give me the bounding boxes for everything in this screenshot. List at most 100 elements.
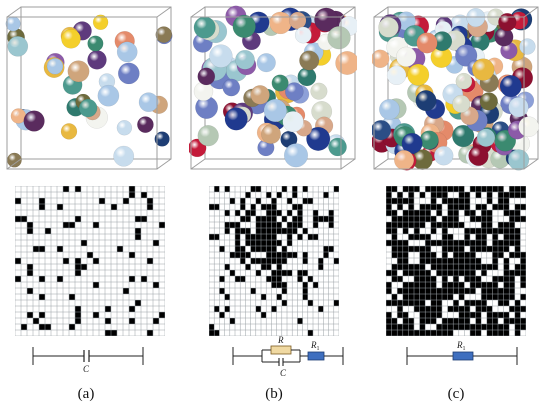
grid-cell-filled <box>498 198 504 204</box>
grid-cell-filled <box>498 228 504 234</box>
grid-cell-filled <box>255 198 261 204</box>
grid-cell-filled <box>458 318 465 324</box>
grid-cell-filled <box>271 228 277 234</box>
grid-cell-filled <box>503 264 510 270</box>
grid-cell-filled <box>255 222 261 228</box>
grid-cell-filled <box>447 198 454 204</box>
grid-cell-filled <box>475 216 482 222</box>
sphere <box>288 11 307 30</box>
grid-cell-filled <box>105 330 111 336</box>
grid-cell-filled <box>486 222 493 228</box>
grid-cell-filled <box>111 204 117 210</box>
sphere-box-a-svg <box>5 6 173 170</box>
grid-cell-filled <box>503 294 510 300</box>
sphere <box>416 32 438 54</box>
grid-cell-filled <box>318 264 324 270</box>
grid-cell-filled <box>475 306 482 312</box>
grid-cell-filled <box>318 216 324 222</box>
grid-cell-filled <box>105 306 111 312</box>
grid-cell-filled <box>481 324 487 330</box>
grid-cell-filled <box>287 270 293 276</box>
grid-cell-filled <box>408 318 414 324</box>
grid-cell-filled <box>481 270 487 276</box>
grid-cell-filled <box>397 246 403 252</box>
grid-cell-filled <box>250 246 256 252</box>
grid-cell-filled <box>481 216 487 222</box>
grid-cell-filled <box>419 264 426 270</box>
grid-cell-filled <box>402 270 409 276</box>
grid-cell-filled <box>430 192 437 198</box>
sphere <box>508 96 529 118</box>
grid-cell-filled <box>453 306 459 312</box>
grid-cell-filled <box>129 192 135 198</box>
grid-cell-filled <box>503 210 510 216</box>
grid-cell-filled <box>261 228 267 234</box>
grid-cell-filled <box>447 222 454 228</box>
grid-cell-filled <box>255 228 261 234</box>
grid-cell-filled <box>27 228 33 234</box>
grid-cell-filled <box>486 294 493 300</box>
grid-cell-filled <box>514 246 521 252</box>
grid-cell-filled <box>271 204 277 210</box>
grid-cell-filled <box>486 198 493 204</box>
grid-cell-filled <box>397 324 403 330</box>
grid-cell-filled <box>27 270 33 276</box>
grid-cell-filled <box>425 216 431 222</box>
grid-cell-filled <box>514 228 521 234</box>
grid-cell-filled <box>117 246 123 252</box>
grid-cell-filled <box>147 258 153 264</box>
grid-cell-filled <box>436 186 442 192</box>
grid-cell-filled <box>498 252 504 258</box>
grid-cell-filled <box>302 294 308 300</box>
sphere <box>379 99 400 120</box>
grid-cell-filled <box>520 270 526 276</box>
grid-cell-filled <box>470 240 476 246</box>
sphere <box>283 143 308 168</box>
grid-cell-filled <box>292 186 298 192</box>
grid-cell-filled <box>453 204 459 210</box>
grid-cell-filled <box>266 210 272 216</box>
grid-cell-filled <box>414 288 420 294</box>
grid-cell-filled <box>486 216 493 222</box>
grid-cell-filled <box>464 306 470 312</box>
grid-cell-filled <box>453 258 459 264</box>
sphere <box>518 116 539 137</box>
grid-cell-filled <box>386 312 392 318</box>
grid-cell-filled <box>391 300 398 306</box>
grid-cell-filled <box>276 228 282 234</box>
grid-cell-filled <box>318 306 324 312</box>
grid-lines <box>15 186 165 336</box>
grid-cell-filled <box>503 198 510 204</box>
grid-cell-filled <box>39 294 45 300</box>
grid-cell-filled <box>475 264 482 270</box>
grid-cell-filled <box>313 222 319 228</box>
grid-cell-filled <box>386 204 392 210</box>
sphere <box>396 46 417 67</box>
grid-cell-filled <box>391 330 398 336</box>
cube-front <box>373 6 539 170</box>
grid-cell-filled <box>430 276 437 282</box>
grid-cell-filled <box>430 264 437 270</box>
resistor-r1-b-label: R1 <box>310 340 320 352</box>
grid-cell-filled <box>250 186 256 192</box>
resistor-r <box>270 345 292 355</box>
grid-cell-filled <box>75 264 81 270</box>
grid-cell-filled <box>266 252 272 258</box>
grid-cell-filled <box>430 282 437 288</box>
grid-cell-filled <box>430 204 437 210</box>
grid-b <box>209 186 339 336</box>
grid-cell-filled <box>402 300 409 306</box>
grid-cell-filled <box>153 318 159 324</box>
sphere <box>87 35 104 52</box>
cube-edge <box>156 158 172 170</box>
caption-c: (c) <box>447 386 465 402</box>
sphere-box-c <box>372 5 540 173</box>
grid-cell-filled <box>69 324 75 330</box>
grid-cell-filled <box>323 192 329 198</box>
grid-cell-filled <box>481 300 487 306</box>
grid-cell-filled <box>481 240 487 246</box>
grid-cell-filled <box>391 222 398 228</box>
grid-cell-filled <box>481 288 487 294</box>
grid-cell-filled <box>419 216 426 222</box>
grid-cell-filled <box>235 222 241 228</box>
